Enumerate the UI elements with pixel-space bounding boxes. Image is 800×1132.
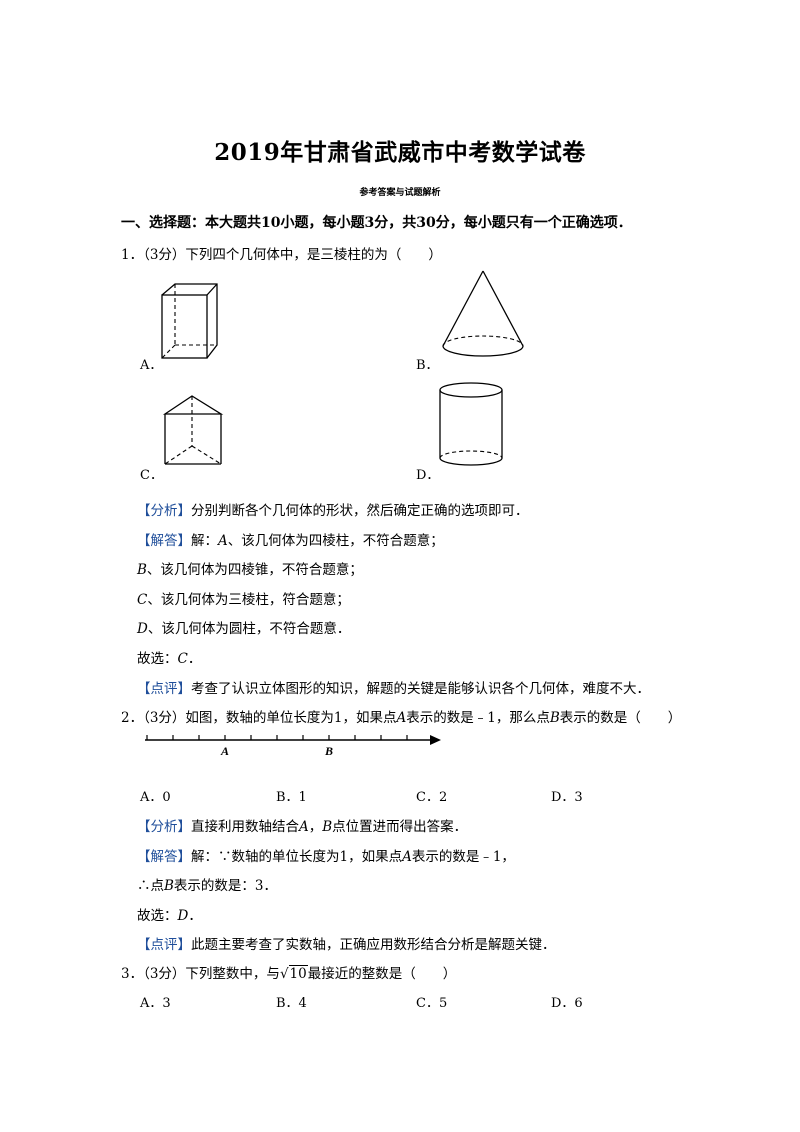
q1-option-c: C． [140, 468, 163, 483]
q2-option-a: A．0 [140, 790, 171, 805]
q2-option-c: C．2 [416, 790, 448, 805]
axis-label-a: A [220, 744, 229, 758]
comment-tag: 【点评】 [137, 681, 191, 697]
section-heading: 一、选择题：本大题共10小题，每小题3分，共30分，每小题只有一个正确选项． [121, 215, 632, 231]
q3-option-d: D．6 [551, 996, 583, 1011]
q1-option-d: D． [416, 468, 440, 483]
q2-therefore: ∴点B表示的数是：3． [137, 878, 278, 894]
cylinder-icon [439, 382, 503, 466]
q3-option-c: C．5 [416, 996, 448, 1011]
page-title: 2019年甘肃省武威市中考数学试卷 [214, 139, 586, 166]
q1-option-b: B． [416, 358, 439, 373]
triangular-prism-icon [162, 395, 224, 465]
q2-analysis: 【分析】直接利用数轴结合A，B点位置进而得出答案． [137, 819, 468, 835]
radicand: 10 [288, 965, 308, 982]
number-line-diagram: A B [145, 735, 441, 758]
q1-solution-line-d: D、该几何体为圆柱，不符合题意． [137, 621, 351, 637]
square-root-icon: √10 [279, 965, 308, 982]
q2-option-b: B．1 [276, 790, 307, 805]
solution-tag: 【解答】 [137, 533, 191, 549]
q2-solution: 【解答】解：∵数轴的单位长度为1，如果点A表示的数是﹣1， [137, 849, 515, 865]
q2-comment: 【点评】此题主要考查了实数轴，正确应用数形结合分析是解题关键． [137, 937, 556, 953]
q1-solution-line-c: C、该几何体为三棱柱，符合题意； [137, 592, 350, 608]
q1-answer: 故选：C． [137, 651, 202, 667]
q3-option-a: A．3 [140, 996, 171, 1011]
q2-stem: 2．（3分）如图，数轴的单位长度为1，如果点A表示的数是﹣1，那么点B表示的数是… [121, 710, 682, 726]
q3-option-b: B．4 [276, 996, 307, 1011]
q1-solution-line-b: B、该几何体为四棱锥，不符合题意； [137, 562, 363, 578]
q1-stem: 1．（3分）下列四个几何体中，是三棱柱的为（ ） [121, 247, 442, 263]
q2-answer: 故选：D． [137, 908, 202, 924]
rectangular-prism-icon [161, 283, 218, 359]
analysis-tag: 【分析】 [137, 503, 191, 519]
q1-analysis: 【分析】分别判断各个几何体的形状，然后确定正确的选项即可． [137, 503, 529, 519]
axis-label-b: B [324, 744, 333, 758]
q1-comment: 【点评】考查了认识立体图形的知识，解题的关键是能够认识各个几何体，难度不大． [137, 681, 650, 697]
q2-option-d: D．3 [551, 790, 583, 805]
q1-solution: 【解答】解：A、该几何体为四棱柱，不符合题意； [137, 533, 444, 549]
q1-option-a: A． [140, 358, 163, 373]
cone-icon [442, 270, 524, 357]
page-subtitle: 参考答案与试题解析 [359, 188, 441, 198]
q3-stem: 3．（3分）下列整数中，与√10最接近的整数是（ ） [121, 965, 457, 982]
